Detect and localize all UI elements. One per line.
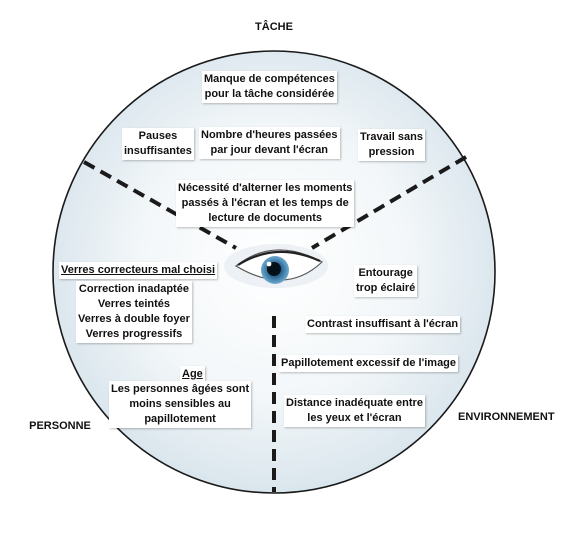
- factor-surround: Entourage trop éclairé: [354, 265, 418, 297]
- sector-label-person: PERSONNE: [29, 420, 91, 432]
- sector-label-environment: ENVIRONNEMENT: [458, 411, 555, 423]
- lens-item: Verres teintés: [97, 298, 171, 310]
- factor-lenses-heading: Verres correcteurs mal choisi: [59, 262, 218, 279]
- factor-lenses-list: Correction inadaptée Verres teintés Verr…: [76, 281, 192, 343]
- eye-icon: [224, 244, 328, 288]
- factor-breaks: Pauses insuffisantes: [122, 128, 194, 160]
- lens-item: Correction inadaptée: [78, 283, 189, 295]
- lens-item: Verres à double foyer: [78, 313, 190, 325]
- factor-distance: Distance inadéquate entre les yeux et l'…: [284, 395, 425, 427]
- factor-skills: Manque de compétences pour la tâche cons…: [202, 71, 337, 103]
- lens-item: Verres progressifs: [85, 328, 183, 340]
- divider-task-person: [83, 160, 237, 250]
- divider-task-environment: [310, 155, 468, 250]
- factor-pressure: Travail sans pression: [358, 129, 425, 161]
- factor-contrast: Contrast insuffisant à l'écran: [305, 316, 461, 333]
- factor-flicker: Papillotement excessif de l'image: [279, 355, 459, 372]
- sector-label-task: TÂCHE: [255, 21, 293, 33]
- factor-age-heading: Age: [180, 366, 205, 383]
- factor-age-text: Les personnes âgées sont moins sensibles…: [109, 381, 252, 428]
- factor-hours: Nombre d'heures passées par jour devant …: [199, 127, 340, 159]
- factor-alternate: Nécessité d'alterner les moments passés …: [176, 180, 355, 227]
